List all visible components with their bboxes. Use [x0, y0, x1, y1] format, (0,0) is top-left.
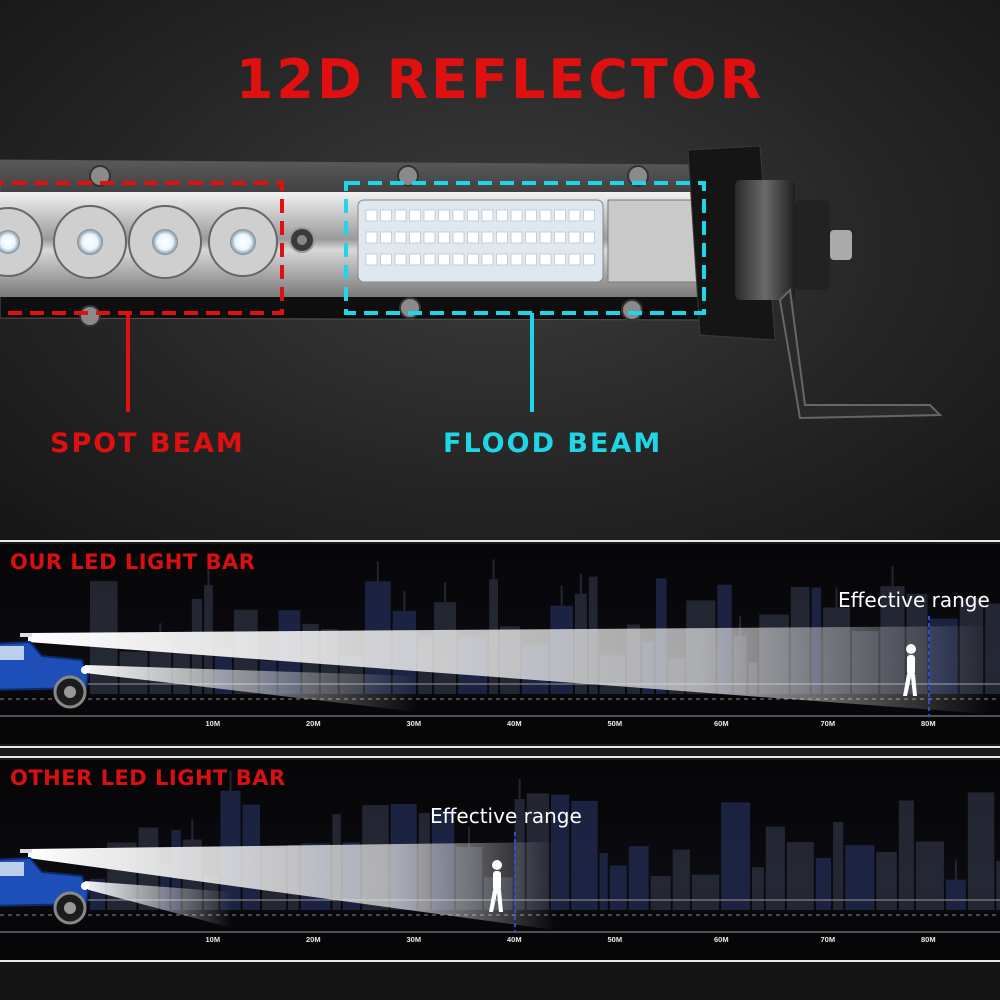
flood-led	[467, 231, 479, 244]
flood-led	[365, 253, 378, 266]
spot-beam-label: SPOT BEAM	[50, 428, 245, 459]
flood-led	[394, 231, 407, 244]
flood-led	[481, 253, 494, 266]
jeep-icon	[0, 633, 90, 709]
flood-led	[481, 209, 494, 222]
flood-led	[467, 209, 479, 222]
panel-title: OUR LED LIGHT BAR	[10, 550, 256, 574]
flood-led	[568, 209, 581, 222]
flood-led	[394, 209, 407, 222]
flood-led	[496, 253, 508, 266]
flood-led	[539, 253, 552, 266]
distance-tick: 10M	[205, 935, 221, 944]
flood-led	[496, 231, 508, 244]
flood-led	[409, 253, 421, 266]
flood-led	[423, 253, 436, 266]
flood-led	[438, 253, 450, 266]
low-beam	[85, 881, 232, 928]
distance-tick: 40M	[507, 935, 522, 944]
flood-frame	[344, 181, 706, 412]
low-beam	[85, 665, 419, 712]
other-light-bar-panel: OTHER LED LIGHT BAR Effective range 10M 2…	[0, 760, 1000, 960]
flood-led	[583, 209, 595, 222]
flood-led	[380, 253, 392, 266]
flood-led	[423, 231, 436, 244]
distance-tick: 80M	[921, 719, 936, 728]
flood-led	[539, 209, 552, 222]
panel-title: OTHER LED LIGHT BAR	[10, 766, 286, 790]
flood-led	[554, 209, 566, 222]
flood-led	[568, 231, 581, 244]
flood-leds	[365, 209, 595, 266]
flood-led	[380, 231, 392, 244]
spot-frame	[0, 181, 284, 412]
distance-tick: 20M	[306, 719, 321, 728]
divider	[0, 746, 1000, 748]
flood-led	[525, 253, 537, 266]
distance-tick: 70M	[820, 719, 836, 728]
divider	[0, 960, 1000, 962]
flood-led	[394, 253, 407, 266]
distance-tick: 20M	[306, 935, 321, 944]
effective-range-label: Effective range	[430, 804, 582, 828]
flood-led	[510, 231, 523, 244]
our-light-bar-panel: OUR LED LIGHT BAR Effective range 10M 20M…	[0, 544, 1000, 744]
flood-led	[525, 231, 537, 244]
flood-led	[525, 209, 537, 222]
distance-tick: 30M	[406, 719, 422, 728]
flood-led	[380, 209, 392, 222]
flood-led	[409, 231, 421, 244]
flood-led	[438, 231, 450, 244]
flood-led	[481, 231, 494, 244]
flood-led	[554, 253, 566, 266]
effective-range-label: Effective range	[838, 588, 990, 612]
jeep-icon	[0, 849, 90, 925]
flood-led	[583, 231, 595, 244]
distance-tick: 80M	[921, 935, 936, 944]
distance-tick: 50M	[607, 719, 623, 728]
flood-led	[452, 231, 465, 244]
distance-tick: 50M	[607, 935, 623, 944]
flood-led	[423, 209, 436, 222]
flood-led	[554, 231, 566, 244]
high-beam	[28, 842, 555, 930]
flood-led	[452, 209, 465, 222]
distance-tick: 30M	[406, 935, 422, 944]
spot-reflectors	[0, 205, 278, 279]
distance-tick: 60M	[714, 719, 729, 728]
flood-led	[438, 209, 450, 222]
flood-beam-label: FLOOD BEAM	[443, 428, 663, 459]
flood-led	[568, 253, 581, 266]
distance-tick: 40M	[507, 719, 522, 728]
distance-tick: 70M	[820, 935, 836, 944]
flood-led	[510, 209, 523, 222]
flood-led	[452, 253, 465, 266]
high-beam	[28, 626, 989, 714]
range-scene	[0, 559, 1000, 717]
led-light-bar-icon	[0, 145, 943, 420]
pedestrian-icon	[903, 644, 917, 696]
divider	[0, 756, 1000, 758]
flood-led	[467, 253, 479, 266]
flood-led	[365, 231, 378, 244]
distance-tick: 60M	[714, 935, 729, 944]
product-hero: 12D REFLECTOR	[0, 0, 1000, 540]
flood-led	[539, 231, 552, 244]
range-scene	[0, 770, 1000, 933]
flood-led	[510, 253, 523, 266]
pedestrian-icon	[489, 860, 503, 912]
divider	[0, 540, 1000, 542]
distance-tick: 10M	[205, 719, 221, 728]
bottom-band	[0, 962, 1000, 1000]
flood-led	[365, 209, 378, 222]
flood-led	[409, 209, 421, 222]
flood-led	[496, 209, 508, 222]
flood-led	[583, 253, 595, 266]
headline: 12D REFLECTOR	[235, 48, 765, 111]
